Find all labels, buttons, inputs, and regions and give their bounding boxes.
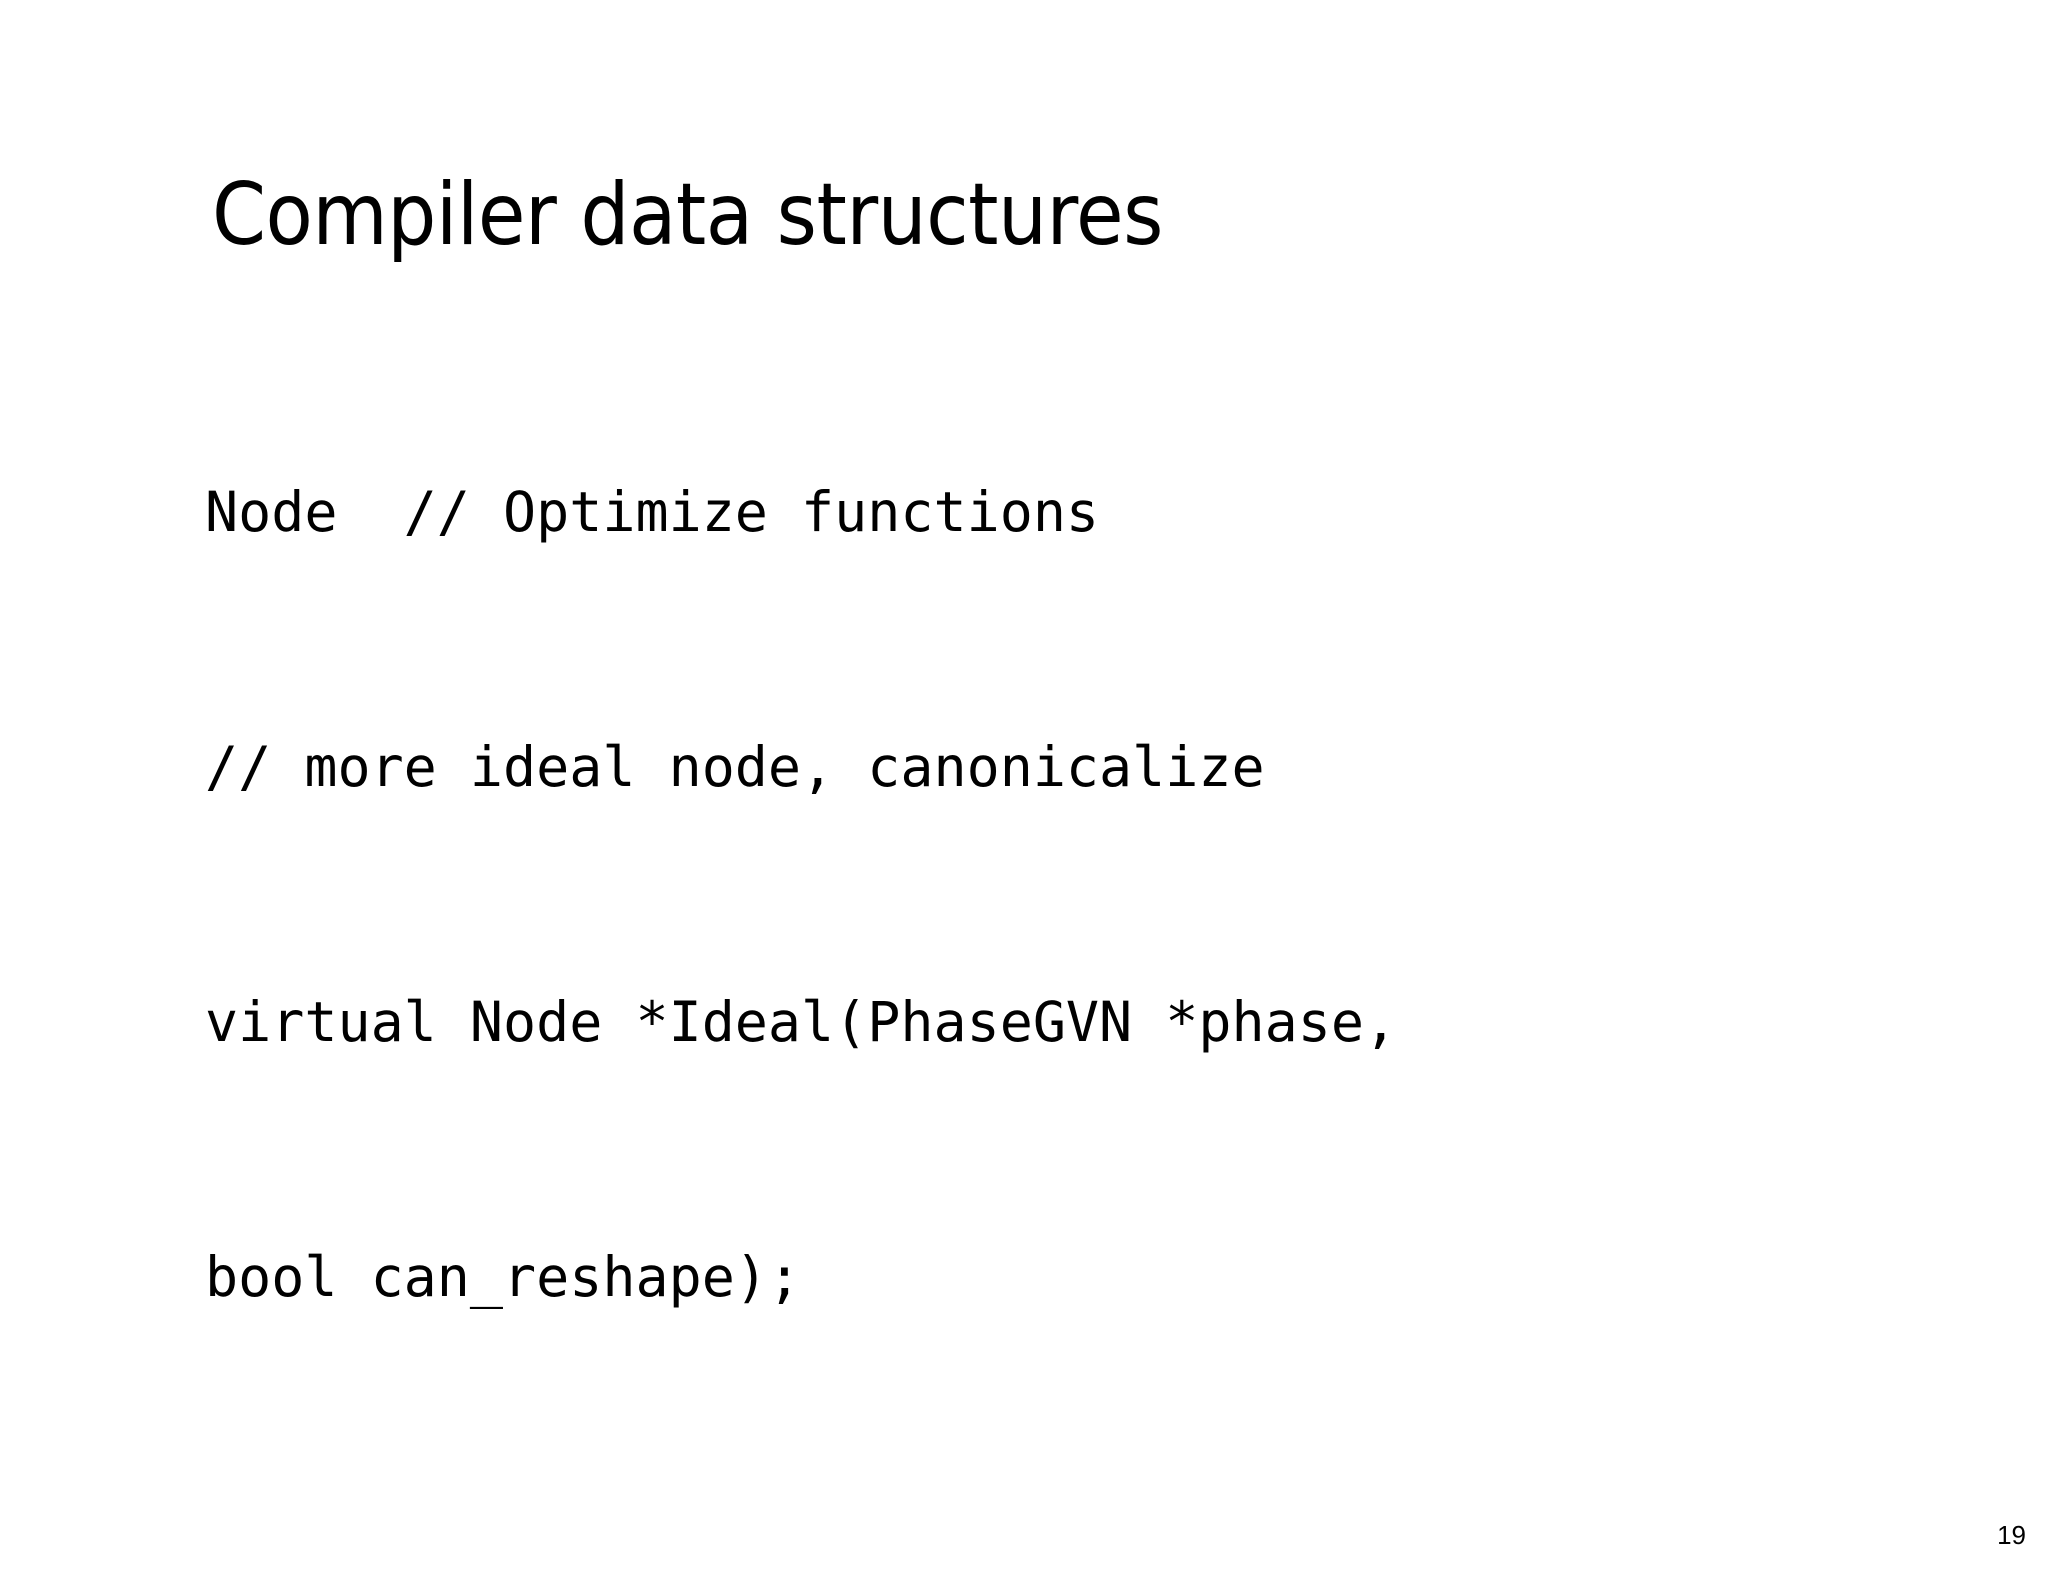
page-number: 19 bbox=[1997, 1520, 2026, 1550]
code-line: virtual Node *Ideal(PhaseGVN *phase, bbox=[205, 990, 1398, 1054]
page-title: Compiler data structures bbox=[212, 164, 1163, 265]
code-block-ideal: Node // Optimize functions // more ideal… bbox=[205, 300, 1905, 1490]
code-line: Node // Optimize functions bbox=[205, 480, 1100, 544]
code-line: // more ideal node, canonicalize bbox=[205, 735, 1265, 799]
code-block-separator bbox=[205, 1490, 1905, 1575]
code-line: bool can_reshape); bbox=[205, 1245, 802, 1309]
code-content: Node // Optimize functions // more ideal… bbox=[205, 300, 1905, 1576]
